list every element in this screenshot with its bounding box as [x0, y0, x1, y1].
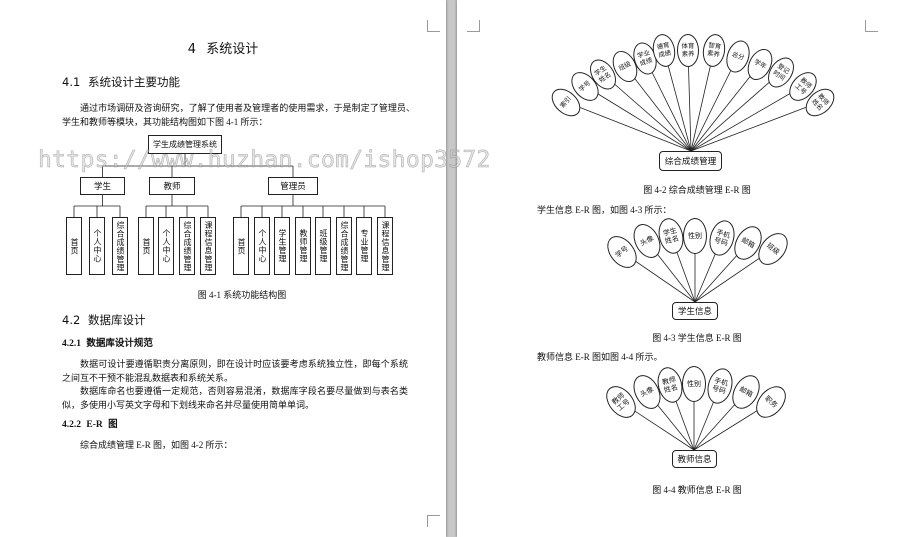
- connector-line: [690, 49, 715, 152]
- attribute-label: 职务: [763, 394, 779, 410]
- teacher-er-intro: 教师信息 E-R 图如图 4-4 所示。: [537, 352, 663, 362]
- function-box: 班级管理: [315, 217, 331, 275]
- module-label: 教师: [163, 182, 181, 192]
- function-label: 首页: [237, 237, 246, 255]
- module-label: 学生: [93, 182, 111, 192]
- connector-line: [584, 85, 692, 152]
- connector-line: [687, 49, 692, 152]
- function-box: 课程信息管理: [377, 217, 393, 275]
- right-page: 索引学号学生姓名班级学业成绩德育成绩体育素养智育素养总分学年登记时间教师工号教师…: [457, 0, 900, 537]
- function-box: 综合成绩管理: [112, 217, 128, 275]
- left-page: 4 系统设计 4.1 系统设计主要功能 通过市场调研及咨询研究，了解了使用者及管…: [0, 0, 446, 537]
- er-diagram-student-info: 学号头像学生姓名性别手机号码邮箱班级学生信息: [457, 0, 900, 330]
- function-label: 个人中心: [93, 229, 102, 263]
- connector-line: [602, 73, 692, 152]
- function-label: 教师管理: [299, 229, 308, 263]
- intro-paragraph: 通过市场调研及咨询研究，了解了使用者及管理者的使用需求，于是制定了管理员、学生和…: [62, 103, 415, 127]
- figure-caption-4-2: 图 4-2 综合成绩管理 E-R 图: [643, 185, 751, 195]
- function-box: 综合成绩管理: [179, 217, 195, 275]
- function-label: 班级管理: [319, 229, 328, 263]
- function-box: 首页: [138, 217, 154, 275]
- er-diagram-teacher-info: 教师工号头像教师姓名性别手机号码邮箱职务教师信息: [457, 0, 900, 480]
- section-heading-4-2-2: 4.2.2 E-R 图: [62, 420, 118, 430]
- function-label: 首页: [142, 237, 151, 255]
- entity-box: 综合成绩管理: [659, 151, 722, 171]
- figure-caption-4-3: 图 4-3 学生信息 E-R 图: [652, 333, 742, 343]
- attribute-label: 性别: [688, 231, 702, 240]
- attribute-label: 教师姓名: [661, 375, 679, 395]
- root-box: 学生成绩管理系统: [148, 135, 222, 154]
- module-box: 管理员: [268, 177, 318, 195]
- module-box: 教师: [149, 177, 195, 195]
- function-box: 专业管理: [356, 217, 372, 275]
- crop-mark: [865, 20, 878, 32]
- attribute-label: 头像: [638, 385, 656, 399]
- figure-caption-4-4: 图 4-4 教师信息 E-R 图: [652, 485, 742, 495]
- function-box: 教师管理: [295, 217, 311, 275]
- function-label: 课程信息管理: [381, 220, 390, 272]
- crop-mark: [467, 20, 480, 32]
- entity-label: 学生信息: [677, 307, 712, 317]
- connector-line: [644, 57, 692, 152]
- entity-label: 综合成绩管理: [664, 157, 717, 167]
- attribute-label: 教师工号: [610, 391, 632, 413]
- attribute-ellipse: 性别: [683, 218, 707, 254]
- entity-box: 学生信息: [672, 302, 718, 320]
- body-paragraph: 数据库命名也要遵循一定规范，否则容易混淆，数据库字段名要尽量做到与表名类似，多使…: [62, 386, 408, 410]
- crop-mark: [427, 515, 440, 527]
- connector-line: [690, 71, 782, 152]
- connector-line: [565, 101, 692, 152]
- function-box: 首页: [233, 217, 249, 275]
- function-box: 综合成绩管理: [336, 217, 352, 275]
- connector-lines: [565, 49, 821, 152]
- function-box: 个人中心: [89, 217, 105, 275]
- crop-mark: [427, 20, 440, 32]
- section-heading-4-1: 4.1 系统设计主要功能: [62, 75, 180, 89]
- section-heading-4-2-1: 4.2.1 数据库设计规范: [62, 339, 153, 349]
- attribute-label: 邮箱: [737, 385, 755, 399]
- body-paragraph: 综合成绩管理 E-R 图，如图 4-2 所示：: [80, 440, 233, 450]
- function-box: 个人中心: [254, 217, 270, 275]
- connector-line: [663, 49, 692, 152]
- connector-line: [690, 55, 739, 152]
- function-label: 个人中心: [162, 229, 171, 263]
- function-box: 首页: [66, 217, 82, 275]
- figure-caption-4-1: 图 4-1 系统功能结构图: [197, 290, 287, 300]
- connector-line: [690, 85, 804, 152]
- function-label: 个人中心: [258, 229, 267, 263]
- attribute-label: 手机号码: [711, 376, 729, 396]
- module-label: 管理员: [280, 182, 306, 192]
- connector-line: [690, 63, 761, 152]
- student-er-intro: 学生信息 E-R 图，如图 4-3 所示：: [537, 205, 672, 215]
- er-diagram-overall-score: 索引学号学生姓名班级学业成绩德育成绩体育素养智育素养总分学年登记时间教师工号教师…: [457, 0, 900, 180]
- function-label: 学生管理: [278, 229, 287, 263]
- entity-box: 教师信息: [672, 450, 717, 468]
- connector-lines: [73, 154, 386, 217]
- function-box: 学生管理: [274, 217, 290, 275]
- function-box: 个人中心: [158, 217, 174, 275]
- attribute-ellipse: 性别: [682, 366, 706, 402]
- function-structure-chart: 学生成绩管理系统学生首页 个人中心 综合成绩管理 教师首页 个人中心 综合成绩管理 课程信息…: [0, 0, 446, 290]
- function-label: 综合成绩管理: [340, 220, 349, 272]
- function-label: 课程信息管理: [204, 220, 213, 272]
- root-label: 学生成绩管理系统: [153, 140, 217, 149]
- function-box: 课程信息管理: [200, 217, 216, 275]
- chapter-title: 4 系统设计: [187, 42, 259, 57]
- module-box: 学生: [80, 177, 125, 195]
- function-label: 综合成绩管理: [183, 220, 192, 272]
- section-heading-4-2: 4.2 数据库设计: [62, 313, 146, 327]
- attribute-label: 性别: [687, 379, 701, 388]
- function-label: 专业管理: [360, 229, 369, 263]
- entity-label: 教师信息: [677, 455, 712, 465]
- connector-line: [624, 65, 692, 152]
- function-label: 首页: [70, 237, 79, 255]
- connector-line: [690, 101, 821, 152]
- function-label: 综合成绩管理: [116, 220, 125, 272]
- body-paragraph: 数据可设计要遵循职责分离原则，即在设计时应该要考虑系统独立性，即每个系统之间互不…: [62, 359, 408, 383]
